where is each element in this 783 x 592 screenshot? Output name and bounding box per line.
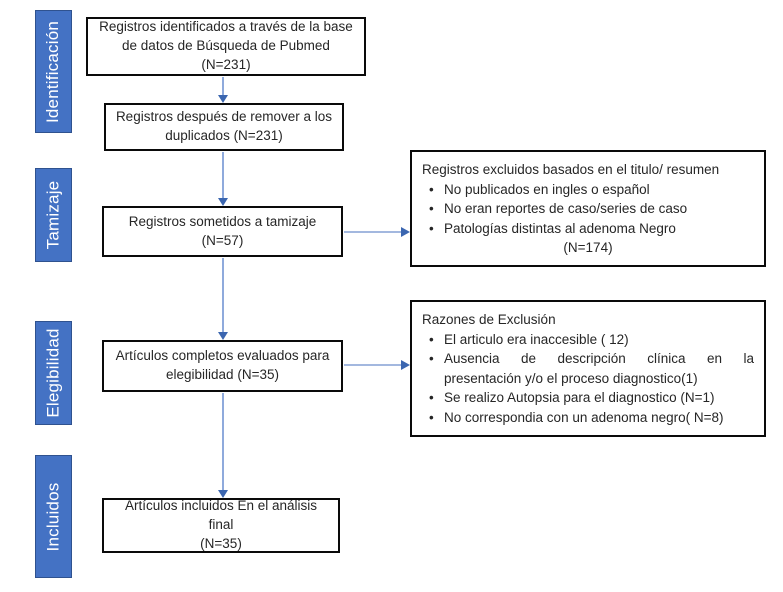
box-line: (N=231) xyxy=(201,56,251,72)
bullet-text: El articulo era inaccesible ( 12) xyxy=(444,331,629,347)
exclusion-bullet-list: El articulo era inaccesible ( 12) Ausenc… xyxy=(422,330,754,428)
exclusion-bullet: Se realizo Autopsia para el diagnostico … xyxy=(422,388,754,408)
arrowhead-down xyxy=(218,95,228,103)
arrowhead-down xyxy=(218,490,228,498)
arrowhead-right xyxy=(401,227,410,237)
exclusion-box-title-abstract: Registros excluidos basados en el titulo… xyxy=(410,150,766,267)
arrowhead-down xyxy=(218,198,228,206)
box-records-screened: Registros sometidos a tamizaje (N=57) xyxy=(102,206,343,257)
box-line: Registros después de remover a los xyxy=(115,109,333,125)
box-line: de datos de Búsqueda de Pubmed xyxy=(122,38,330,54)
exclusion-bullet: El articulo era inaccesible ( 12) xyxy=(422,330,754,350)
bullet-text: Se realizo Autopsia para el diagnostico … xyxy=(444,390,715,406)
bullet-text: Patologías distintas al adenoma Negro xyxy=(444,220,676,236)
exclusion-count: (N=174) xyxy=(563,240,613,256)
exclusion-bullet: No publicados en ingles o español xyxy=(422,180,754,200)
stage-elegibilidad: Elegibilidad xyxy=(35,321,72,425)
box-line: final xyxy=(208,517,234,533)
arrow-line xyxy=(222,152,224,199)
exclusion-box-reasons: Razones de Exclusión El articulo era ina… xyxy=(410,300,766,437)
stage-incluidos: Incluidos xyxy=(35,455,72,578)
arrow-line xyxy=(344,231,402,233)
box-line: (N=35) xyxy=(200,535,242,551)
arrow-line xyxy=(222,77,224,96)
exclusion-title: Registros excluidos basados en el titulo… xyxy=(422,162,720,177)
box-included-final: Artículos incluidos En el análisis final… xyxy=(102,498,340,553)
bullet-text: No publicados en ingles o español xyxy=(444,181,650,197)
bullet-text: No eran reportes de caso/series de caso xyxy=(444,201,688,217)
exclusion-bullet: Ausencia de descripción clínica en la pr… xyxy=(422,349,754,388)
bullet-text: presentación y/o el proceso diagnostico(… xyxy=(444,370,698,386)
box-after-duplicates-removed: Registros después de remover a los dupli… xyxy=(104,103,344,151)
box-line: duplicados (N=231) xyxy=(165,128,283,143)
arrow-line xyxy=(344,364,402,366)
bullet-text: Ausencia de descripción clínica en la xyxy=(444,351,754,367)
stage-label: Elegibilidad xyxy=(43,328,63,418)
exclusion-bullet-list: No publicados en ingles o español No era… xyxy=(422,180,754,239)
arrow-line xyxy=(222,393,224,491)
arrowhead-down xyxy=(218,332,228,340)
box-line: (N=57) xyxy=(201,232,244,248)
exclusion-title: Razones de Exclusión xyxy=(422,312,556,327)
box-records-identified: Registros identificados a través de la b… xyxy=(86,17,366,76)
stage-label: Tamizaje xyxy=(43,180,63,250)
stage-tamizaje: Tamizaje xyxy=(35,168,72,262)
stage-label: Identificación xyxy=(43,20,63,123)
box-line: Artículos incluidos En el análisis xyxy=(124,498,318,514)
box-line: elegibilidad (N=35) xyxy=(166,367,279,382)
box-fulltext-assessed: Artículos completos evaluados para elegi… xyxy=(102,340,343,392)
box-line: Artículos completos evaluados para xyxy=(115,348,330,364)
exclusion-bullet: No eran reportes de caso/series de caso xyxy=(422,199,754,219)
arrow-line xyxy=(222,258,224,333)
arrowhead-right xyxy=(401,360,410,370)
box-line: Registros sometidos a tamizaje xyxy=(128,213,317,229)
exclusion-bullet: No correspondia con un adenoma negro( N=… xyxy=(422,408,754,428)
stage-label: Incluidos xyxy=(43,482,63,551)
box-line: Registros identificados a través de la b… xyxy=(99,19,353,35)
exclusion-bullet: Patologías distintas al adenoma Negro xyxy=(422,219,754,239)
bullet-text: No correspondia con un adenoma negro( N=… xyxy=(444,409,724,425)
stage-identificacion: Identificación xyxy=(35,10,72,133)
